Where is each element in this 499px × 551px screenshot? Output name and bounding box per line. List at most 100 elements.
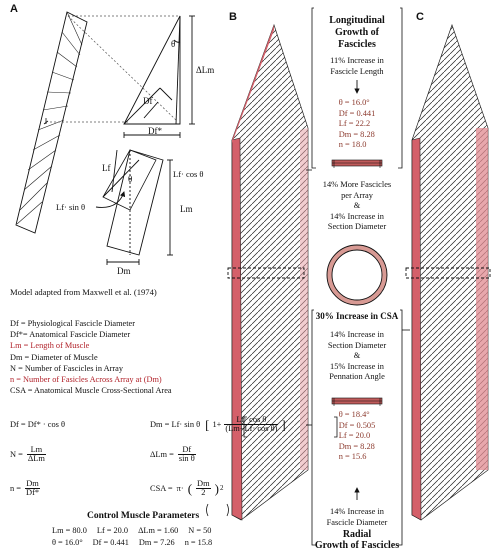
control-param: Df = 0.441 <box>92 538 129 547</box>
radial-title-1: Radial <box>342 529 372 540</box>
fascicle-bar-bottom <box>331 397 383 406</box>
eq-n-across-num: Dm <box>25 479 41 490</box>
eq-delta-lm-num: Df <box>177 445 196 456</box>
eq-dm-lhs: Dm = Lf· sin θ <box>150 419 201 429</box>
eq-n-across-lhs: n = <box>10 483 22 493</box>
middle-text-line: 14% More Fascicles <box>322 180 392 189</box>
control-row-1: Lm = 80.0 Lf = 20.0 ΔLm = 1.60 N = 50 <box>52 526 211 535</box>
radial-param: Df = 0.505 <box>338 420 376 430</box>
radial-title-2: Growth of <box>314 540 359 551</box>
longitudinal-param: Lf = 22.2 <box>338 119 371 129</box>
control-param: N = 50 <box>188 526 212 535</box>
legend-item: Dm = Diameter of Muscle <box>10 352 98 362</box>
longitudinal-inc-1: 11% Increase in <box>330 56 384 65</box>
longitudinal-title-3: Fascicles <box>338 39 376 50</box>
longitudinal-param: n = 18.0 <box>338 140 367 150</box>
control-param: Lm = 80.0 <box>52 526 87 535</box>
eq-dm: Dm = Lf· sin θ [ 1+ Lf· cos θ (Lm−Lf· co… <box>150 415 286 434</box>
label-lf: Lf <box>102 163 111 173</box>
eq-csa-lhs: CSA = <box>150 483 173 493</box>
eq-dm-den: (Lm−Lf· cos θ) <box>225 424 278 434</box>
label-lf-cos: Lf· cos θ <box>173 169 204 179</box>
panel-label-c: C <box>416 11 424 23</box>
eq-n-total-lhs: N = <box>10 449 23 459</box>
longitudinal-title-2: Growth of <box>335 27 379 38</box>
eq-delta-lm-den: sin θ <box>178 454 195 464</box>
control-param: Dm = 7.26 <box>138 538 175 547</box>
label-theta-small: θ <box>128 174 133 184</box>
eq-n-total: N = Lm ΔLm <box>10 445 46 464</box>
panel-label-a: A <box>10 3 18 15</box>
radial-param: Dm = 8.28 <box>338 441 375 451</box>
longitudinal-param: θ = 16.0° <box>338 98 370 107</box>
muscle-b <box>231 23 309 521</box>
control-param: n = 15.8 <box>184 538 213 547</box>
longitudinal-param: Df = 0.441 <box>338 108 376 118</box>
label-lm: Lm <box>180 204 193 214</box>
longitudinal-inc-2: Fascicle Length <box>330 67 384 76</box>
middle-text-line: per Array <box>341 190 373 200</box>
section-lines <box>227 267 491 279</box>
control-title: Control Muscle Parameters <box>87 511 200 521</box>
legend-item: Lm = Length of Muscle <box>10 341 90 351</box>
muscle-c <box>411 23 489 521</box>
eq-n-total-num: Lm <box>26 445 46 456</box>
eq-dm-num: Lf· cos θ <box>224 415 279 426</box>
center-brackets <box>306 7 410 546</box>
radial-title-2-3: Growth of Fascicles <box>314 540 400 551</box>
fascicle-bar-top <box>331 159 383 168</box>
radial-param: n = 15.6 <box>338 452 367 462</box>
eq-n-total-den: ΔLm <box>27 454 45 464</box>
csa-ring <box>326 244 388 306</box>
control-param: Lf = 20.0 <box>96 526 129 535</box>
legend-item: Df*= Anatomical Fascicle Diameter <box>10 330 131 340</box>
eq-csa-den: 2 <box>201 488 206 498</box>
eq-dm-one: 1+ <box>212 419 222 429</box>
eq-csa-exp: 2 <box>219 484 224 493</box>
panel-label-b: B <box>229 11 237 23</box>
radial-text-line: Pennation Angle <box>329 372 385 382</box>
zoom-triangle <box>123 15 195 138</box>
middle-text-line: & <box>353 201 361 211</box>
label-df: Df <box>143 96 153 106</box>
hatched-muscle-a <box>15 11 88 234</box>
control-param: θ = 16.0° <box>52 538 83 547</box>
eq-csa: CSA = π· ( Dm 2 ) 2 <box>150 479 224 498</box>
legend-item: Df = Physiological Fascicle Diameter <box>10 319 135 328</box>
eq-n-across-den: Df* <box>26 488 40 498</box>
middle-text-line: Section Diameter <box>327 222 387 232</box>
legend-item: n = Number of Fasicles Across Array at (… <box>10 375 162 385</box>
radial-inc-2: Fascicle Diameter <box>326 518 388 527</box>
radial-param: θ = 18.4° <box>338 410 370 419</box>
radial-text-line: Section Diameter <box>327 340 387 350</box>
eq-csa-pi: π· <box>176 483 184 493</box>
label-df-anat: Df* <box>148 126 162 136</box>
legend-item: N = Number of Fascicles in Array <box>10 363 123 373</box>
eq-n-across: n = Dm Df* <box>10 479 41 498</box>
label-delta-lm: ΔLm <box>196 65 215 75</box>
label-theta-top: θ <box>171 39 176 49</box>
longitudinal-title-1: Longitudinal <box>329 15 385 26</box>
radial-text-line: 14% Increase in <box>330 330 384 339</box>
label-lf-sin: Lf· sin θ <box>56 202 86 212</box>
eq-csa-num: Dm <box>196 479 211 490</box>
middle-text-line: 14% Increase in <box>330 211 384 221</box>
radial-title-3: Fascicles <box>361 540 400 551</box>
radial-text-line: & <box>353 351 361 361</box>
label-dm: Dm <box>117 266 131 276</box>
control-param: ΔLm = 1.60 <box>138 526 179 535</box>
source-note: Model adapted from Maxwell et al. (1974) <box>10 287 157 297</box>
rhombus-geometry <box>95 149 173 265</box>
csa-label: 30% Increase in CSA <box>315 311 399 321</box>
legend-item: CSA = Anatomical Muscle Cross-Sectional … <box>10 386 172 396</box>
eq-delta-lm-lhs: ΔLm = <box>150 449 174 459</box>
eq-df: Df = Df* · cos θ <box>10 420 66 429</box>
radial-param: Lf = 20.0 <box>338 431 371 441</box>
